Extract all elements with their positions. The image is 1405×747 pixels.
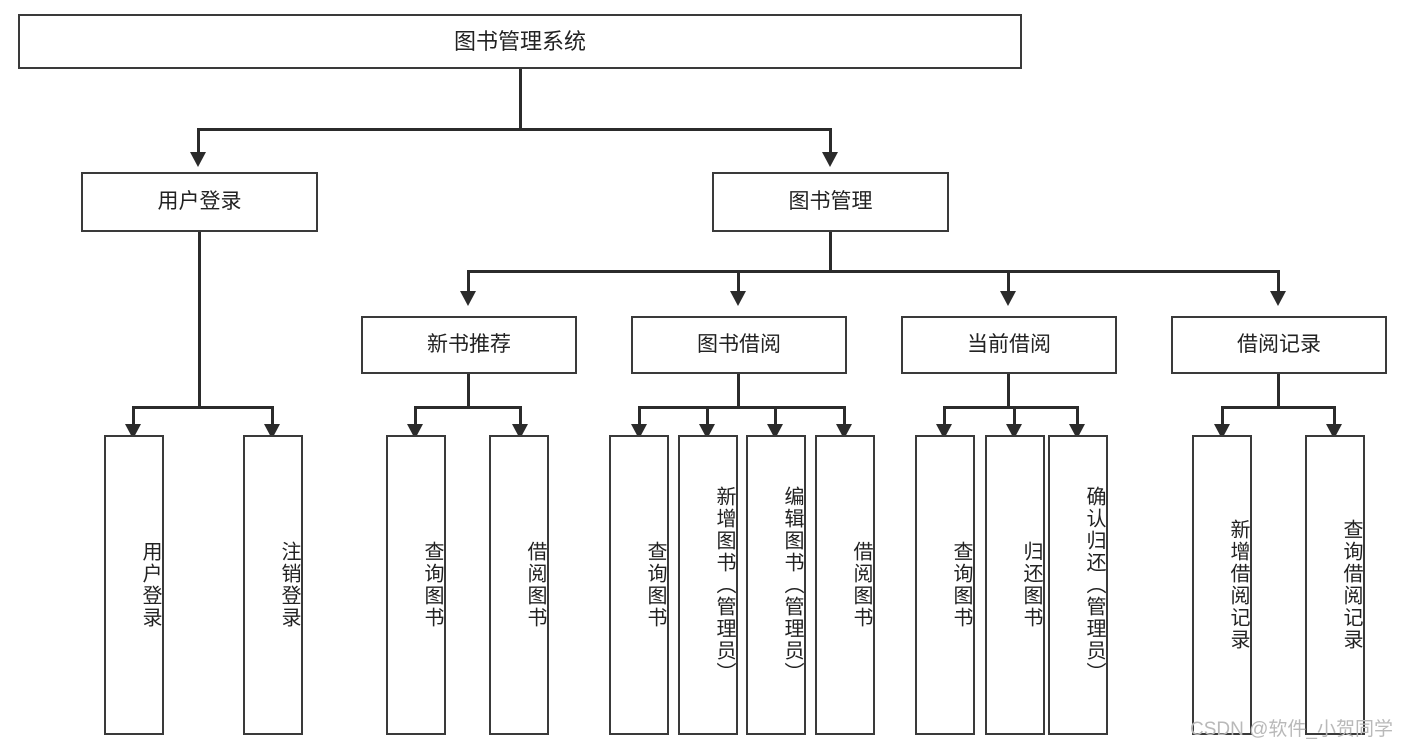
connector-borrow-record-bus (1221, 406, 1336, 409)
node-label: 查询图书 (644, 541, 666, 629)
connector-borrow-record-to-leaf-1 (1221, 406, 1224, 428)
node-label: 借阅图书 (524, 541, 546, 629)
node-label: 新书推荐 (427, 332, 511, 356)
leaf-current-borrow-3[interactable]: 确认归还（管理员） (1048, 435, 1108, 735)
connector-bm-to-current-borrow (1007, 270, 1010, 294)
node-label: 归还图书 (1020, 541, 1042, 629)
node-label: 查询借阅记录 (1340, 519, 1362, 651)
connector-borrow-record-stem (1277, 374, 1280, 408)
node-label: 新增图书（管理员） (713, 486, 735, 684)
node-borrow-record[interactable]: 借阅记录 (1171, 316, 1387, 374)
node-label: 借阅图书 (850, 541, 872, 629)
leaf-borrow-record-1[interactable]: 新增借阅记录 (1192, 435, 1252, 735)
node-label: 查询图书 (421, 541, 443, 629)
node-root-book-management-system[interactable]: 图书管理系统 (18, 14, 1022, 69)
connector-new-book-to-leaf-2 (519, 406, 522, 428)
connector-book-management-bus (467, 270, 1279, 273)
connector-book-borrow-stem (737, 374, 740, 408)
arrowhead-bm-to-current-borrow (1000, 291, 1016, 306)
node-book-borrow[interactable]: 图书借阅 (631, 316, 847, 374)
arrowhead-root-to-user-login (190, 152, 206, 167)
arrowhead-root-to-book-management (822, 152, 838, 167)
connector-new-book-to-leaf-1 (414, 406, 417, 428)
node-label: 用户登录 (139, 541, 161, 629)
leaf-new-book-1[interactable]: 查询图书 (386, 435, 446, 735)
connector-root-stem (519, 69, 522, 130)
node-book-management[interactable]: 图书管理 (712, 172, 949, 232)
leaf-user-login-1[interactable]: 用户登录 (104, 435, 164, 735)
connector-book-borrow-to-leaf-3 (774, 406, 777, 428)
leaf-borrow-record-2[interactable]: 查询借阅记录 (1305, 435, 1365, 735)
connector-new-book-stem (467, 374, 470, 408)
connector-book-borrow-to-leaf-2 (706, 406, 709, 428)
connector-bm-to-borrow-record (1277, 270, 1280, 294)
node-label: 当前借阅 (967, 332, 1051, 356)
connector-current-borrow-stem (1007, 374, 1010, 408)
csdn-watermark: CSDN @软件_小贺同学 (1190, 719, 1393, 740)
connector-user-login-to-leaf-1 (132, 406, 135, 428)
connector-borrow-record-to-leaf-2 (1333, 406, 1336, 428)
connector-user-login-bus (132, 406, 273, 409)
connector-user-login-stem (198, 232, 201, 408)
node-current-borrow[interactable]: 当前借阅 (901, 316, 1117, 374)
connector-root-to-book-management (829, 128, 832, 154)
leaf-current-borrow-1[interactable]: 查询图书 (915, 435, 975, 735)
connector-book-borrow-bus (638, 406, 845, 409)
connector-current-borrow-bus (943, 406, 1077, 409)
leaf-book-borrow-2[interactable]: 新增图书（管理员） (678, 435, 738, 735)
leaf-user-login-2[interactable]: 注销登录 (243, 435, 303, 735)
connector-new-book-bus (414, 406, 521, 409)
node-label: 图书借阅 (697, 332, 781, 356)
connector-user-login-to-leaf-2 (271, 406, 274, 428)
arrowhead-bm-to-borrow-record (1270, 291, 1286, 306)
node-label: 借阅记录 (1237, 332, 1321, 356)
leaf-book-borrow-3[interactable]: 编辑图书（管理员） (746, 435, 806, 735)
leaf-current-borrow-2[interactable]: 归还图书 (985, 435, 1045, 735)
leaf-new-book-2[interactable]: 借阅图书 (489, 435, 549, 735)
node-label: 查询图书 (950, 541, 972, 629)
node-label: 图书管理系统 (453, 28, 586, 54)
node-label: 注销登录 (278, 541, 300, 629)
node-label: 图书管理 (788, 189, 873, 213)
node-label: 新增借阅记录 (1227, 519, 1249, 651)
node-label: 编辑图书（管理员） (781, 486, 803, 684)
leaf-book-borrow-1[interactable]: 查询图书 (609, 435, 669, 735)
leaf-book-borrow-4[interactable]: 借阅图书 (815, 435, 875, 735)
connector-current-borrow-to-leaf-1 (943, 406, 946, 428)
node-user-login[interactable]: 用户登录 (81, 172, 318, 232)
connector-root-bus (197, 128, 832, 131)
node-label: 确认归还（管理员） (1083, 486, 1105, 684)
connector-book-borrow-to-leaf-4 (843, 406, 846, 428)
node-new-book-recommend[interactable]: 新书推荐 (361, 316, 577, 374)
node-label: 用户登录 (157, 189, 242, 213)
connector-bm-to-book-borrow (737, 270, 740, 294)
connector-bm-to-new-book (467, 270, 470, 294)
connector-current-borrow-to-leaf-3 (1076, 406, 1079, 428)
arrowhead-bm-to-book-borrow (730, 291, 746, 306)
arrowhead-bm-to-new-book (460, 291, 476, 306)
connector-root-to-user-login (197, 128, 200, 154)
connector-current-borrow-to-leaf-2 (1013, 406, 1016, 428)
connector-book-management-stem (829, 232, 832, 272)
connector-book-borrow-to-leaf-1 (638, 406, 641, 428)
